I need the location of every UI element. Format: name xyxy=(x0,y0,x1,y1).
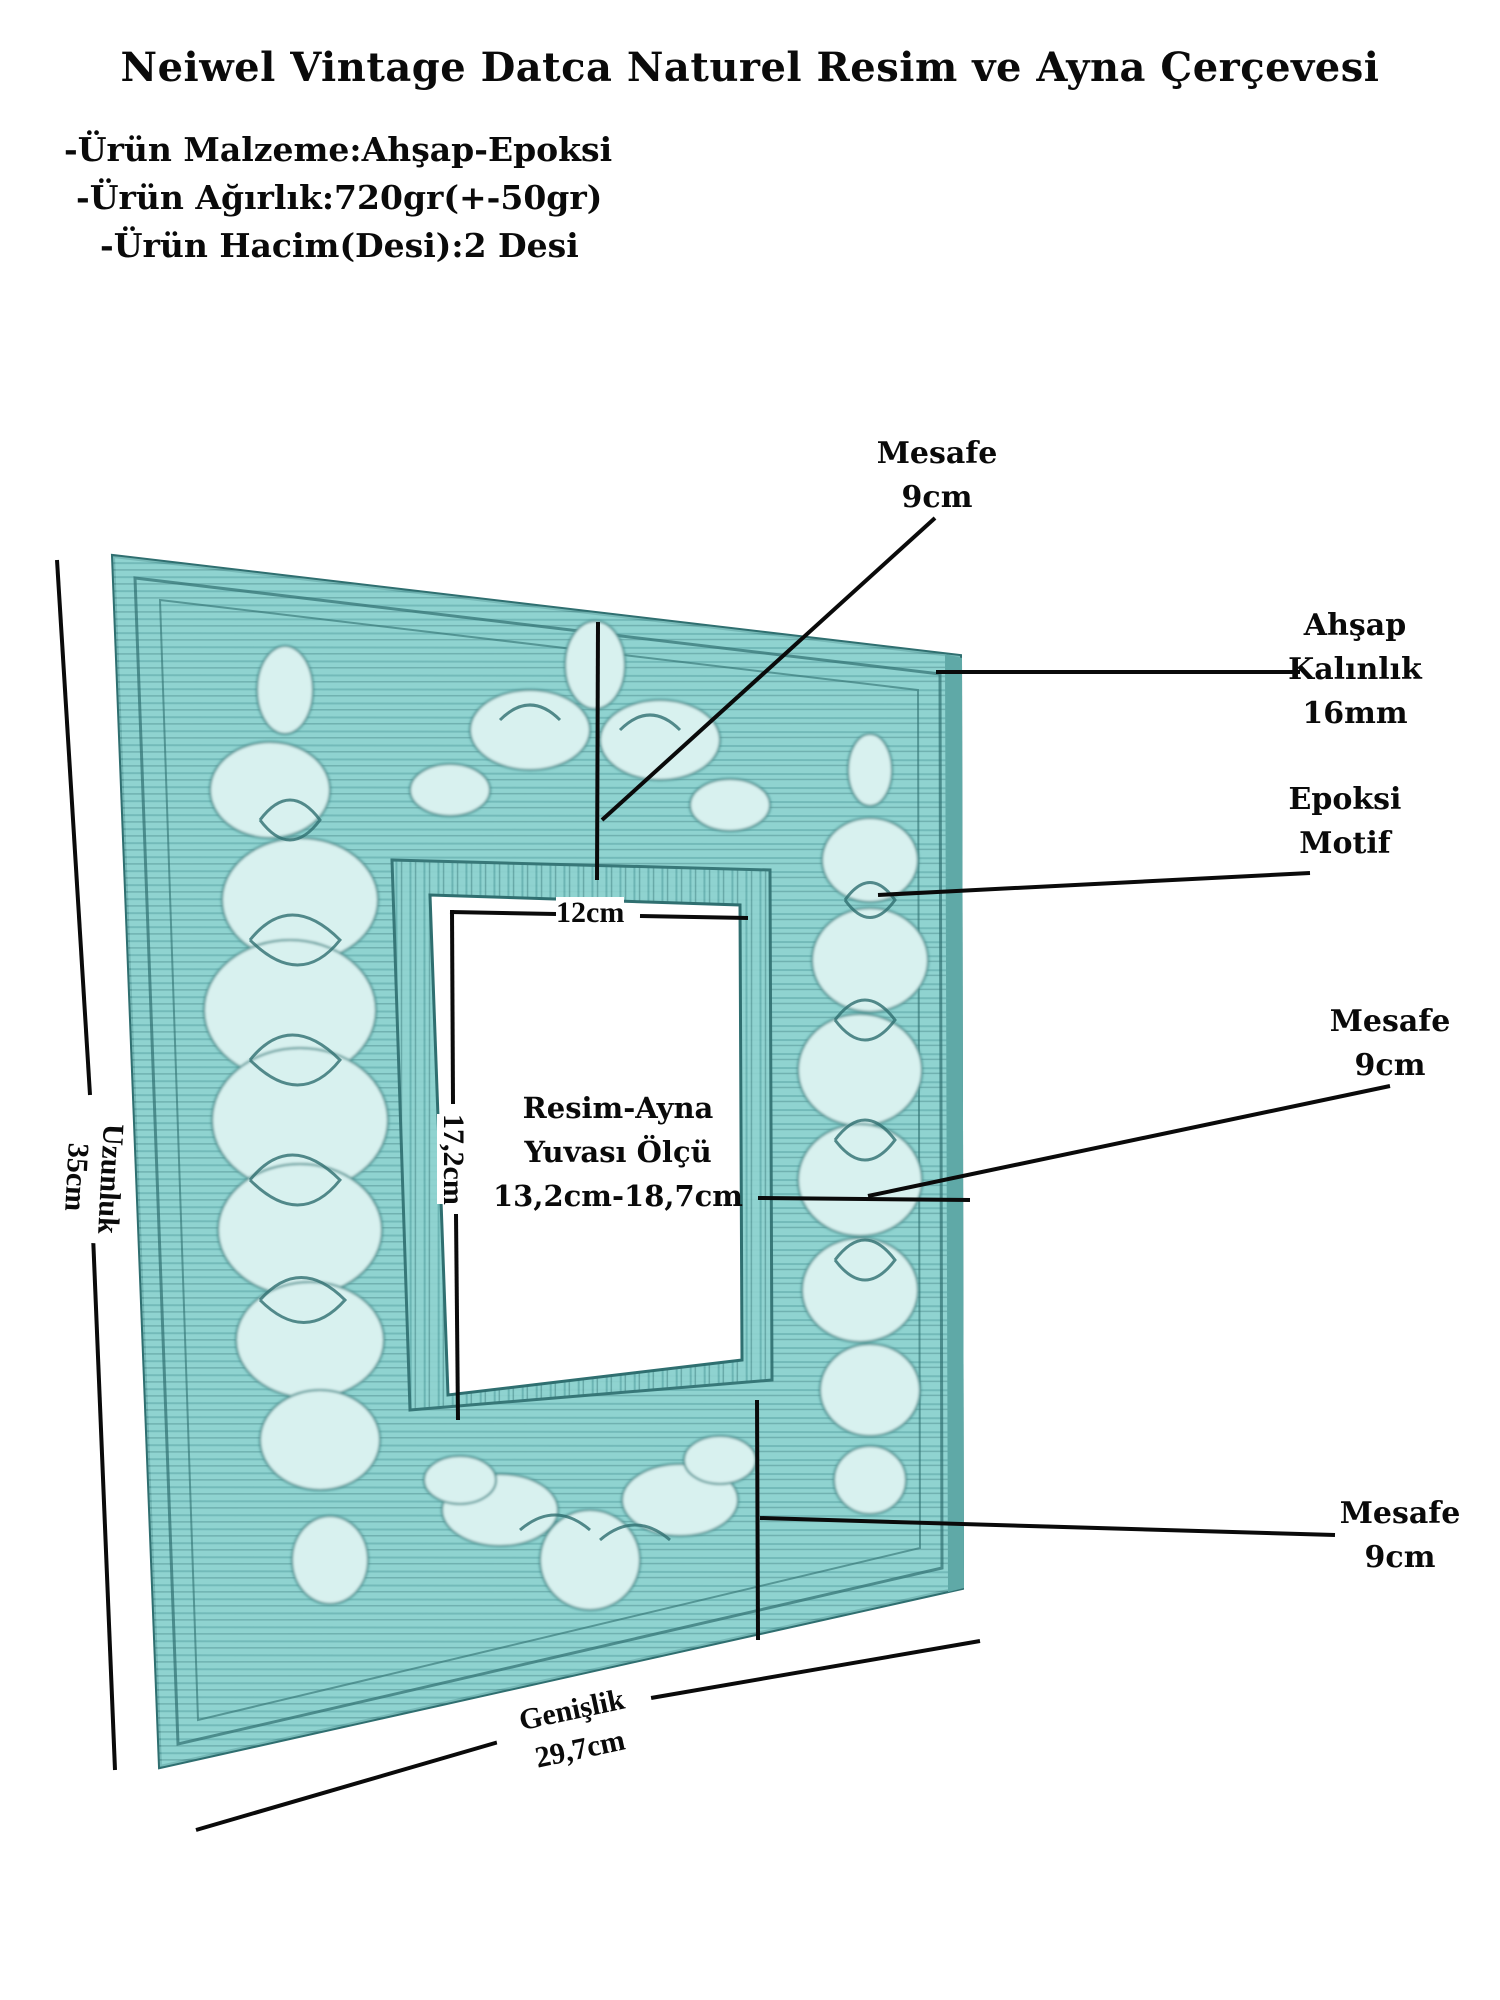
motif-title-1: Epoksi xyxy=(1288,782,1402,817)
height-dimension-label: Uzunluk 35cm xyxy=(55,1111,131,1245)
side-distance-label: Mesafe 9cm xyxy=(1320,1000,1460,1088)
thickness-title-2: Kalınlık xyxy=(1288,652,1422,687)
top-distance-title: Mesafe xyxy=(876,436,998,471)
annotation-lines xyxy=(55,516,1391,1832)
motif-label: Epoksi Motif xyxy=(1270,778,1420,866)
top-distance-label: Mesafe 9cm xyxy=(872,432,1002,520)
spec-weight: -Ürün Ağırlık:720gr(+-50gr) xyxy=(76,178,603,217)
motif-title-2: Motif xyxy=(1299,826,1391,861)
height-dimension-title: Uzunluk xyxy=(91,1123,130,1235)
thickness-value: 16mm xyxy=(1302,696,1408,731)
bottom-distance-label: Mesafe 9cm xyxy=(1330,1492,1470,1580)
bottom-distance-value: 9cm xyxy=(1364,1540,1436,1575)
inner-height-label: 17,2cm xyxy=(437,1114,470,1205)
bottom-distance-title: Mesafe xyxy=(1339,1496,1461,1531)
top-distance-value: 9cm xyxy=(901,480,973,515)
ornament-scrolls xyxy=(248,703,897,1542)
slot-title-1: Resim-Ayna xyxy=(522,1091,714,1125)
thickness-label: Ahşap Kalınlık 16mm xyxy=(1270,604,1440,736)
picture-opening xyxy=(428,893,744,1397)
side-distance-title: Mesafe xyxy=(1329,1004,1451,1039)
slot-title-2: Yuvası Ölçü xyxy=(524,1135,712,1169)
page-title: Neiwel Vintage Datca Naturel Resim ve Ay… xyxy=(120,44,1380,91)
inner-width-label: 12cm xyxy=(556,896,625,929)
side-distance-value: 9cm xyxy=(1354,1048,1426,1083)
spec-material: -Ürün Malzeme:Ahşap-Epoksi xyxy=(64,130,613,169)
spec-volume: -Ürün Hacim(Desi):2 Desi xyxy=(100,226,579,265)
slot-size-label: Resim-Ayna Yuvası Ölçü 13,2cm-18,7cm xyxy=(478,1086,758,1218)
ornament-motifs xyxy=(203,620,929,1611)
slot-value: 13,2cm-18,7cm xyxy=(493,1179,743,1213)
thickness-title-1: Ahşap xyxy=(1303,608,1407,643)
